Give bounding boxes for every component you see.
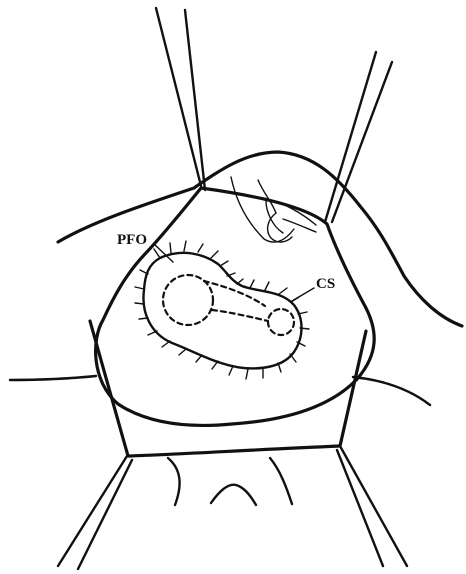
lower-center-arc xyxy=(211,485,256,505)
retractor-bottom-left xyxy=(58,456,132,569)
cs-leader xyxy=(292,288,314,301)
right-tissue-line xyxy=(353,377,430,405)
retractor-top-right xyxy=(325,52,392,222)
atrial-opening xyxy=(96,188,375,425)
retractor-top-left xyxy=(156,8,205,190)
lower-right-curve xyxy=(270,458,292,504)
lower-frame xyxy=(90,321,366,456)
retractor-bottom-right xyxy=(337,446,407,566)
left-tissue-line xyxy=(10,376,96,380)
pfo-label: PFO xyxy=(117,232,147,248)
cs-label: CS xyxy=(316,276,335,292)
dashed-pathway xyxy=(163,275,294,335)
lower-left-curve xyxy=(168,458,180,505)
